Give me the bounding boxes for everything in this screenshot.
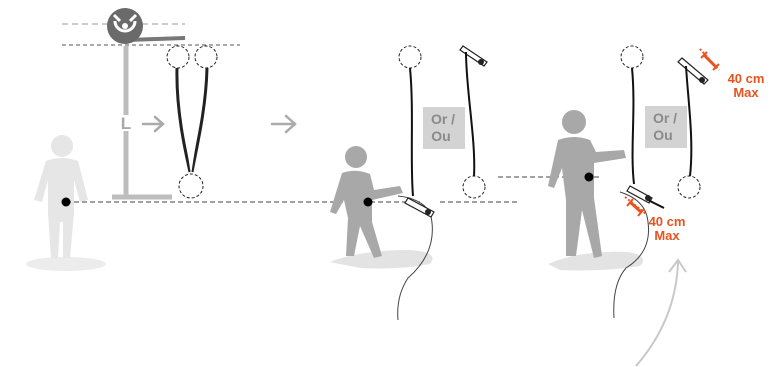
lanyard-single-d — [677, 57, 709, 199]
lanyard-double — [166, 45, 218, 199]
ou-label: Ou — [431, 128, 450, 144]
lanyard-single-b — [459, 45, 488, 199]
carabiner-icon — [459, 45, 488, 67]
max-distance-word: Max — [733, 85, 759, 100]
lanyard-single-c — [620, 45, 665, 209]
person-silhouette-icon — [548, 110, 650, 319]
length-label: L — [121, 114, 131, 133]
curved-arrow-icon — [635, 258, 687, 367]
ou-label: Ou — [653, 127, 672, 143]
carabiner-icon — [677, 57, 709, 85]
lanyard-single-a — [398, 45, 435, 218]
max-distance-value: 40 cm — [649, 214, 686, 229]
or-box: Or / Ou — [423, 107, 465, 149]
carabiner-icon — [626, 185, 665, 209]
person-silhouette-icon — [26, 135, 106, 271]
or-label: Or / — [653, 110, 677, 126]
length-indicator: L — [112, 46, 172, 200]
max-distance-value: 40 cm — [728, 71, 765, 86]
anchor-group — [62, 8, 240, 46]
person-silhouette-icon — [330, 146, 433, 321]
arrow-right-icon — [270, 114, 297, 134]
max-distance-word: Max — [654, 228, 680, 243]
carabiner-icon — [404, 197, 435, 218]
arrow-right-icon — [141, 115, 165, 133]
or-label: Or / — [431, 111, 455, 127]
anchor-icon — [107, 8, 143, 44]
max-distance-indicator-lower: 40 cm Max — [624, 196, 686, 243]
max-distance-indicator-upper: 40 cm Max — [699, 48, 765, 100]
or-box: Or / Ou — [645, 106, 687, 148]
